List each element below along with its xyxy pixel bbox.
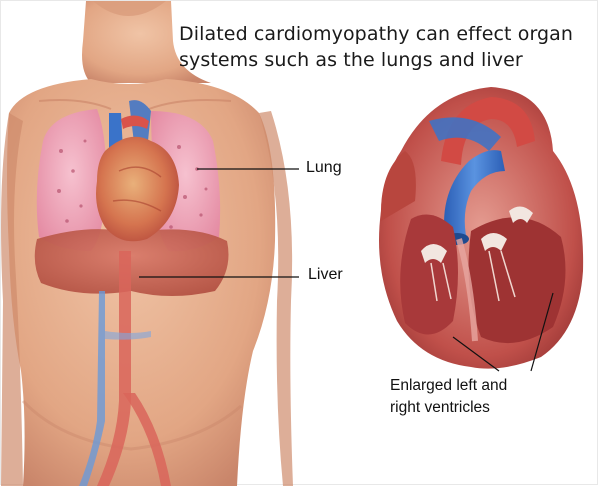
- caption: Dilated cardiomyopathy can effect organ …: [179, 21, 589, 73]
- liver-label: Liver: [308, 266, 343, 284]
- caption-line-2: systems such as the lungs and liver: [179, 47, 589, 73]
- ventricles-label-line-1: Enlarged left and: [390, 375, 507, 397]
- heart-cross-section: [379, 87, 583, 369]
- lung-label: Lung: [306, 159, 342, 177]
- ventricles-label: Enlarged left and right ventricles: [390, 375, 507, 419]
- ventricles-label-line-2: right ventricles: [390, 397, 507, 419]
- caption-line-1: Dilated cardiomyopathy can effect organ: [179, 21, 589, 47]
